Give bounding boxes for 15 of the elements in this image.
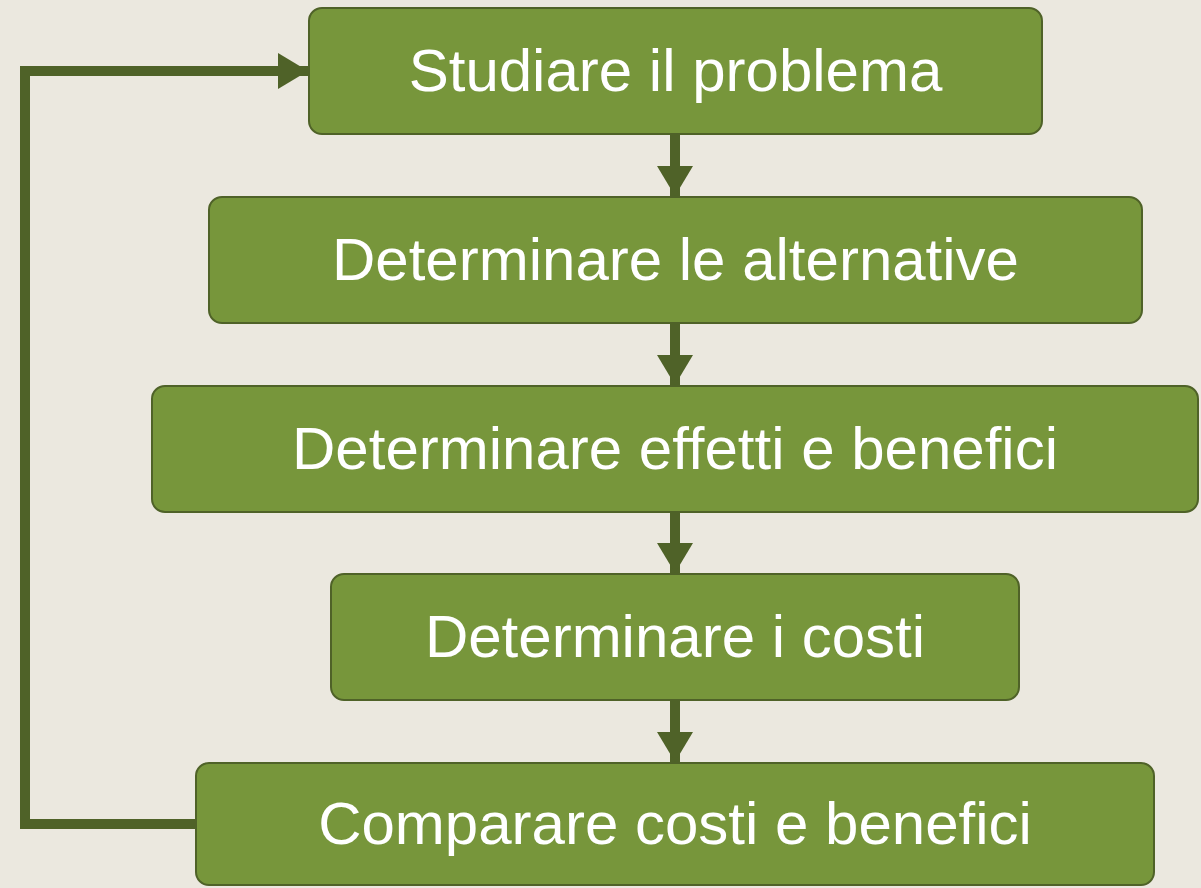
process-box — [151, 385, 1199, 513]
arrow — [20, 53, 308, 829]
arrow — [657, 324, 693, 385]
step-label: Determinare le alternative — [332, 227, 1019, 293]
arrow — [657, 701, 693, 762]
step-label: Determinare i costi — [424, 604, 926, 670]
arrow — [657, 135, 693, 196]
arrow — [657, 513, 693, 573]
process-box — [208, 196, 1143, 324]
step-label: Determinare effetti e benefici — [292, 416, 1058, 482]
process-box — [195, 762, 1155, 886]
process-box — [330, 573, 1020, 701]
step-label: Studiare il problema — [408, 38, 943, 104]
process-box — [308, 7, 1043, 135]
step-label: Comparare costi e benefici — [318, 791, 1032, 857]
